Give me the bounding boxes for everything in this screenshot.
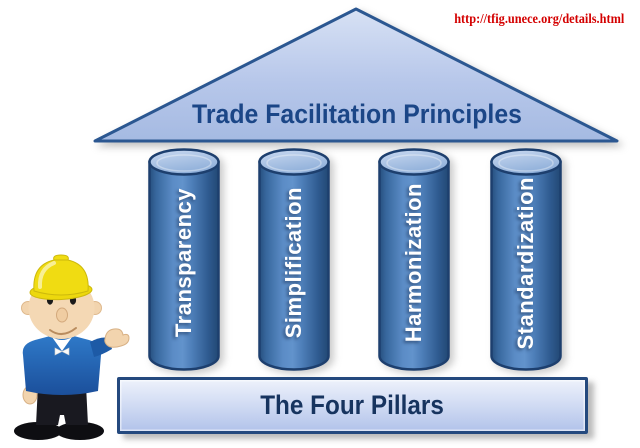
base-label: The Four Pillars: [260, 390, 445, 420]
pillar-label-transparency: Transparency: [171, 188, 196, 338]
worker-shirt: [52, 337, 72, 351]
worker-shoe-left: [14, 422, 62, 440]
worker-smile: [49, 327, 77, 335]
pillar-label-standardization: Standardization: [513, 176, 538, 350]
pillar-harmonization: Harmonization: [378, 164, 450, 362]
worker-hardhat-highlight: [37, 261, 56, 289]
roof-shape: [93, 7, 619, 143]
base-bar: The Four Pillars: [117, 377, 588, 434]
worker-bowtie-right: [61, 347, 70, 356]
pillar-standardization: Standardization: [490, 164, 562, 362]
worker-bowtie-left: [54, 347, 63, 356]
source-url-link[interactable]: http://tfig.unece.org/details.html: [453, 12, 624, 27]
pillar-label-harmonization: Harmonization: [401, 183, 426, 343]
worker-hardhat-ridge: [53, 254, 69, 261]
pillar-label-simplification: Simplification: [281, 187, 306, 339]
pillar-transparency: Transparency: [148, 164, 220, 362]
worker-jacket: [22, 335, 102, 395]
pillar-simplification: Simplification: [258, 164, 330, 362]
worker-right-hand: [104, 328, 130, 348]
roof-title: Trade Facilitation Principles: [192, 99, 522, 129]
construction-worker-icon: [14, 254, 130, 440]
worker-pants: [36, 385, 88, 425]
worker-nose: [56, 307, 68, 323]
worker-shoe-right: [56, 422, 104, 440]
